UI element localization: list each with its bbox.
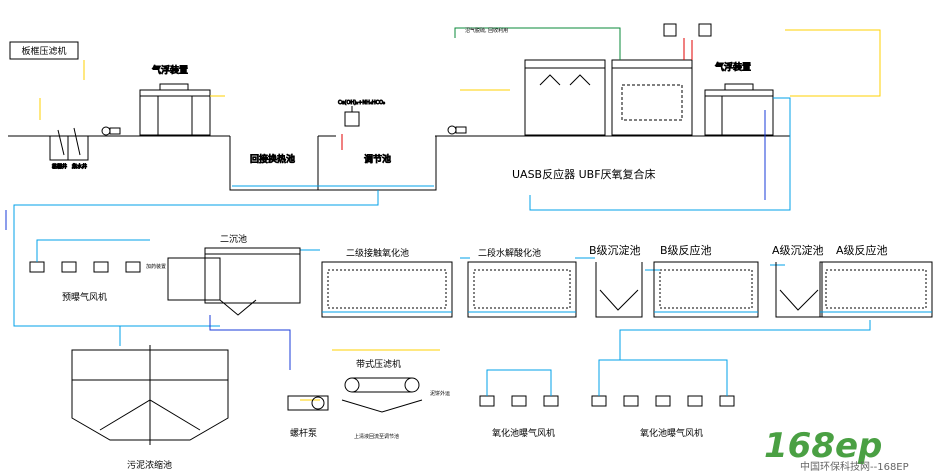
dosing-tanks-top — [663, 23, 712, 60]
contact-oxidation-label: 二级接触氧化池 — [346, 247, 409, 259]
regulating-pools: 回接换热池 调节池 — [229, 136, 437, 191]
belt-filter-press: 带式压滤机 上清液回流至调节池 泥饼外运 — [341, 358, 450, 440]
aeration-blower-2-label: 氧化池曝气风机 — [640, 427, 703, 439]
a-settling-tank: A级沉淀池 — [772, 243, 824, 318]
pre-aeration-blowers: 预曝气风机 — [29, 239, 150, 303]
uasb-reactor — [524, 59, 606, 136]
watermark-logo: 168ep — [764, 426, 882, 466]
uasb-ubf-label: UASB反应器 UBF厌氧复合床 — [512, 167, 656, 181]
a-settling-label: A级沉淀池 — [772, 243, 824, 257]
biogas-label: 沼气脱硫, 回收利用 — [465, 27, 508, 34]
a-reactor-tank: A级反应池 — [819, 243, 933, 318]
pre-aeration-blower-label: 预曝气风机 — [62, 291, 107, 303]
aeration-blower-1-label: 氧化池曝气风机 — [492, 427, 555, 439]
ubf-reactor — [611, 59, 693, 136]
pump-left — [101, 126, 121, 136]
flotation-unit-left: 气浮装置 — [139, 64, 211, 136]
flotation-right-label: 气浮装置 — [715, 61, 751, 73]
flotation-unit-right: 气浮装置 — [704, 61, 774, 136]
water-pipes — [13, 97, 791, 346]
b-reactor-tank: B级反应池 — [653, 243, 759, 318]
site-watermark: 168ep 中国环保科技网--168EP — [764, 426, 909, 473]
filter-press: 板框压滤机 — [9, 41, 79, 60]
dosing-small-label: 加药装置 — [146, 263, 166, 270]
aeration-blowers-1: 氧化池曝气风机 — [479, 369, 559, 439]
b-reactor-label: B级反应池 — [660, 243, 712, 257]
dosing-label: Ca(OH)₂+NH₄HCO₃ — [338, 100, 385, 106]
watermark-site: 中国环保科技网--168EP — [800, 460, 909, 473]
b-settling-tank: B级沉淀池 — [589, 243, 643, 318]
contact-oxidation-tank: 二级接触氧化池 — [321, 247, 453, 318]
filter-press-label: 板框压滤机 — [21, 45, 66, 57]
dosing-tank-regulating: Ca(OH)₂+NH₄HCO₃ — [338, 100, 386, 150]
aeration-blowers-2: 氧化池曝气风机 — [591, 320, 871, 439]
grid-1-label: 格栅井 — [52, 163, 67, 170]
belt-filter-press-label: 带式压滤机 — [356, 358, 401, 370]
air-pipes — [39, 29, 881, 401]
screw-pump-label: 螺杆泵 — [290, 427, 317, 439]
sludge-thickener: 污泥浓缩池 — [71, 345, 229, 471]
grid-2-label: 集水井 — [72, 163, 87, 170]
secondary-clarifier: 二沉池 加药装置 — [146, 233, 301, 316]
sludge-thickener-label: 污泥浓缩池 — [127, 459, 172, 471]
pump-uasb — [447, 125, 467, 135]
flotation-left-label: 气浮装置 — [152, 64, 188, 76]
sludge-pipes — [5, 110, 766, 370]
equalization-pool-label: 回接换热池 — [250, 153, 295, 165]
hydrolysis-label: 二段水解酸化池 — [478, 247, 541, 259]
regulating-pool-label: 调节池 — [364, 153, 391, 165]
b-settling-label: B级沉淀池 — [589, 243, 641, 257]
a-reactor-label: A级反应池 — [836, 243, 888, 257]
screw-pump: 螺杆泵 — [287, 395, 329, 439]
hydrolysis-tank: 二段水解酸化池 — [467, 247, 577, 318]
grid-wells: 格栅井 集水井 — [49, 127, 89, 171]
secondary-clarifier-label: 二沉池 — [220, 233, 247, 245]
supernatant-return-label: 上清液回流至调节池 — [354, 433, 399, 440]
biogas-line: 沼气脱硫, 回收利用 — [454, 27, 621, 60]
mud-cake-label: 泥饼外运 — [430, 390, 450, 397]
